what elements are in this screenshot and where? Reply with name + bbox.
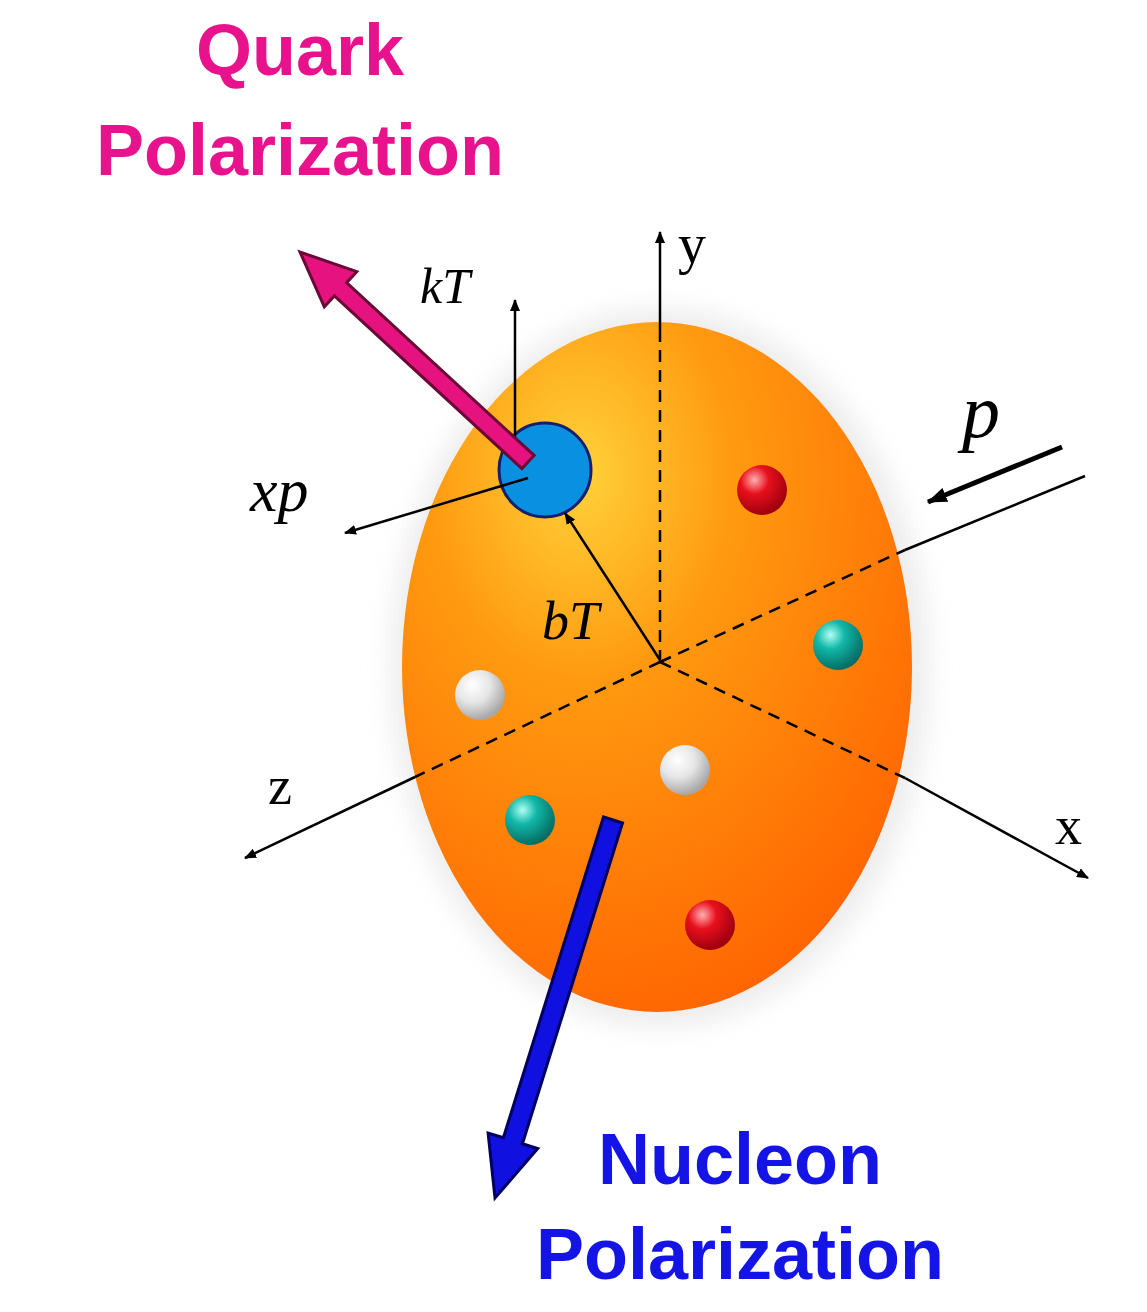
quark-vectors	[345, 300, 660, 660]
axis-label: z	[268, 755, 292, 817]
vector-label: xp	[250, 455, 309, 526]
axis-label: y	[678, 212, 706, 276]
polarization-label: Nucleon Polarization	[470, 1112, 1010, 1302]
momentum-label: p	[962, 368, 1000, 455]
quark-polarization-arrow	[300, 252, 534, 469]
axes	[245, 232, 1088, 878]
vector-label: kT	[420, 258, 470, 316]
vector-label: bT	[542, 590, 599, 652]
axis-label: x	[1055, 795, 1082, 857]
polarization-label: Quark Polarization	[40, 0, 560, 200]
partons	[455, 465, 863, 950]
